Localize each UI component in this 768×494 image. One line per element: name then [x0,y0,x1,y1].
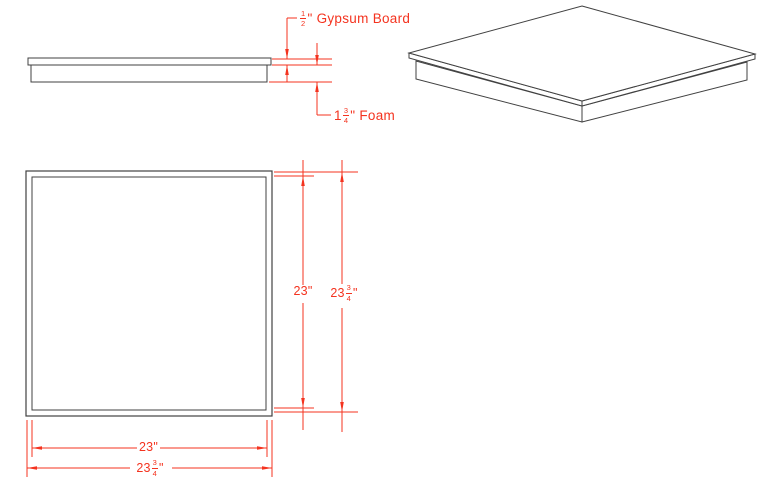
arrowhead [301,398,305,408]
inch-mark: " [353,285,358,300]
inch-mark: " [159,460,164,475]
arrowhead [262,466,272,470]
callout-gypsum-board: 1 2 " Gypsum Board [299,7,410,30]
foam-section [30,64,268,83]
arrowhead [285,49,289,59]
callout-label: Foam [359,107,396,123]
callout-label: Gypsum Board [316,10,411,26]
fraction: 1 2 [300,8,307,28]
plan-inner-foam [31,176,267,411]
arrowhead [257,446,267,450]
fraction: 3 4 [151,458,159,478]
fraction: 3 4 [342,105,350,125]
arrowhead [315,55,319,65]
dim-label-plan-outer-height: 23 3 4 " [330,283,358,303]
side-section-view [27,57,272,83]
inch-mark: " [350,107,356,123]
inch-mark: " [153,440,158,455]
fraction: 3 4 [345,283,353,303]
arrowhead [301,176,305,186]
arrowhead [27,466,37,470]
inch-mark: " [307,283,313,298]
arrowhead [315,82,319,92]
arrowhead [285,65,289,75]
plan-view [25,170,273,417]
whole-number: 1 [334,107,342,123]
dim-label-plan-inner-width: 23" [139,440,158,455]
arrowhead [340,172,344,182]
inch-mark: " [307,10,313,26]
callout-foam: 1 3 4 " Foam [334,104,395,127]
dim-label-plan-outer-width: 23 3 4 " [136,458,164,478]
dim-label-plan-inner-height: 23" [293,283,313,298]
dimension-linework [26,17,358,477]
gypsum-board-section [27,57,272,66]
arrowhead [340,402,344,412]
arrowhead [32,446,42,450]
iso-top-face [407,5,757,102]
isometric-view [407,5,757,123]
